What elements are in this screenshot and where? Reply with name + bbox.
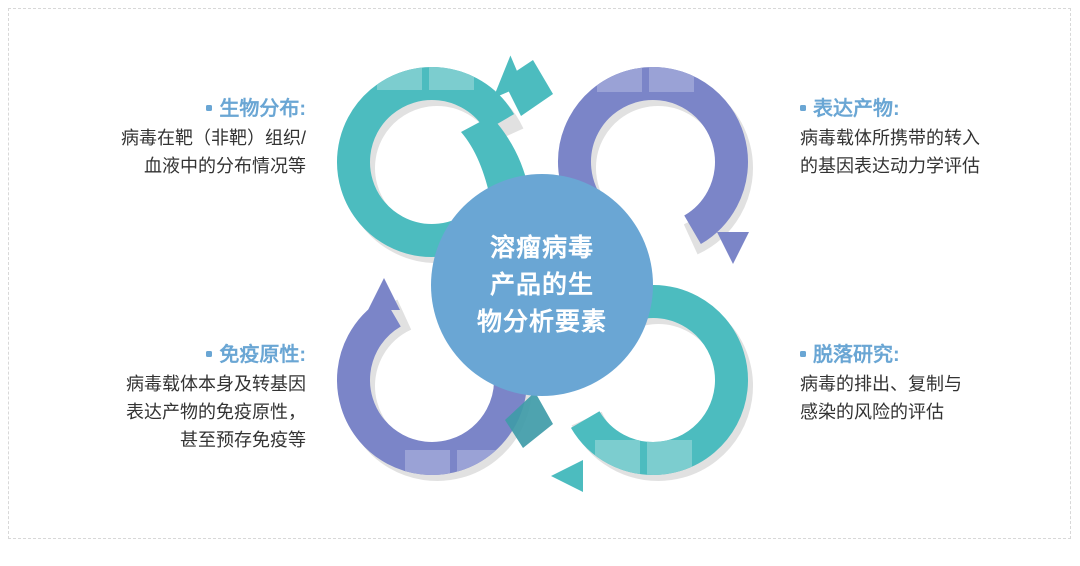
label-expression-product-body: 病毒载体所携带的转入 的基因表达动力学评估 <box>800 128 980 176</box>
label-expression-product-heading-text: 表达产物: <box>813 98 900 120</box>
label-immunogenicity-body: 病毒载体本身及转基因 表达产物的免疫原性， 甚至预存免疫等 <box>126 374 306 450</box>
bullet-icon <box>800 104 806 111</box>
label-shedding-study-heading: 脱落研究: <box>800 342 1070 369</box>
bullet-icon <box>206 350 213 357</box>
bullet-icon <box>206 104 213 111</box>
label-biodistribution: 生物分布: 病毒在靶（非靶）组织/ 血液中的分布情况等 <box>36 96 306 181</box>
label-immunogenicity-heading: 免疫原性: <box>16 342 306 369</box>
label-immunogenicity-heading-text: 免疫原性: <box>219 344 306 366</box>
center-title: 溶瘤病毒 产品的生 物分析要素 <box>476 233 607 336</box>
label-biodistribution-heading: 生物分布: <box>36 96 306 123</box>
label-biodistribution-body: 病毒在靶（非靶）组织/ 血液中的分布情况等 <box>121 128 306 176</box>
label-shedding-study: 脱落研究: 病毒的排出、复制与 感染的风险的评估 <box>800 342 1070 427</box>
shedding-study-ring <box>505 285 748 492</box>
label-expression-product-heading: 表达产物: <box>800 96 1070 123</box>
label-expression-product: 表达产物: 病毒载体所携带的转入 的基因表达动力学评估 <box>800 96 1070 181</box>
cycle-diagram-graphic <box>285 20 800 530</box>
label-biodistribution-heading-text: 生物分布: <box>219 98 306 120</box>
label-shedding-study-heading-text: 脱落研究: <box>813 344 900 366</box>
label-immunogenicity: 免疫原性: 病毒载体本身及转基因 表达产物的免疫原性， 甚至预存免疫等 <box>16 342 306 455</box>
label-shedding-study-body: 病毒的排出、复制与 感染的风险的评估 <box>800 374 962 422</box>
center-circle: 溶瘤病毒 产品的生 物分析要素 <box>431 174 653 396</box>
bullet-icon <box>800 350 806 357</box>
